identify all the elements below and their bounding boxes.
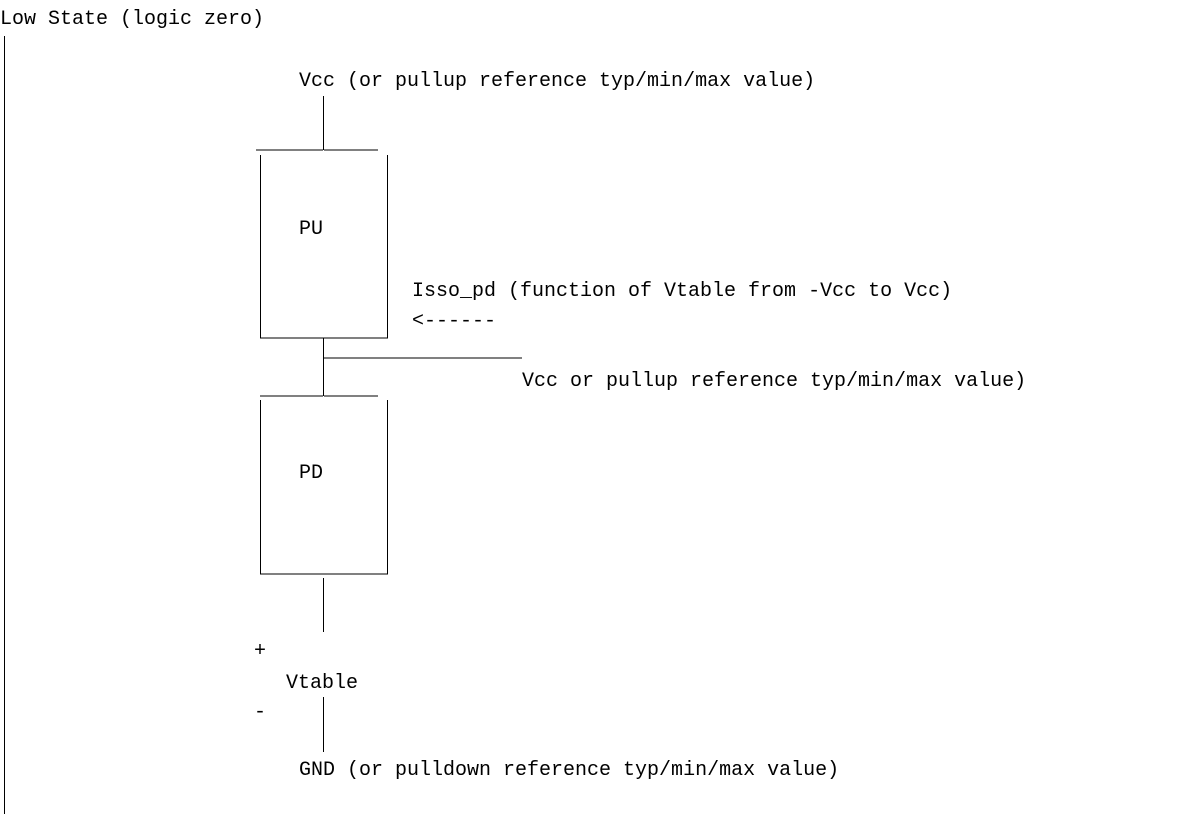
current-label: Isso_pd (function of Vtable from -Vcc to… bbox=[412, 280, 952, 303]
current-arrow: <------ bbox=[412, 310, 496, 333]
vcc-top-label: Vcc (or pullup reference typ/min/max val… bbox=[299, 70, 815, 93]
pu-label: PU bbox=[299, 218, 323, 241]
vcc-right-label: Vcc or pullup reference typ/min/max valu… bbox=[522, 370, 1026, 393]
plus-sign: + bbox=[254, 640, 266, 663]
pd-label: PD bbox=[299, 462, 323, 485]
minus-sign: - bbox=[254, 701, 266, 724]
gnd-label: GND (or pulldown reference typ/min/max v… bbox=[299, 759, 839, 782]
vtable-label: Vtable bbox=[286, 672, 358, 695]
diagram-title: Low State (logic zero) bbox=[0, 8, 264, 31]
